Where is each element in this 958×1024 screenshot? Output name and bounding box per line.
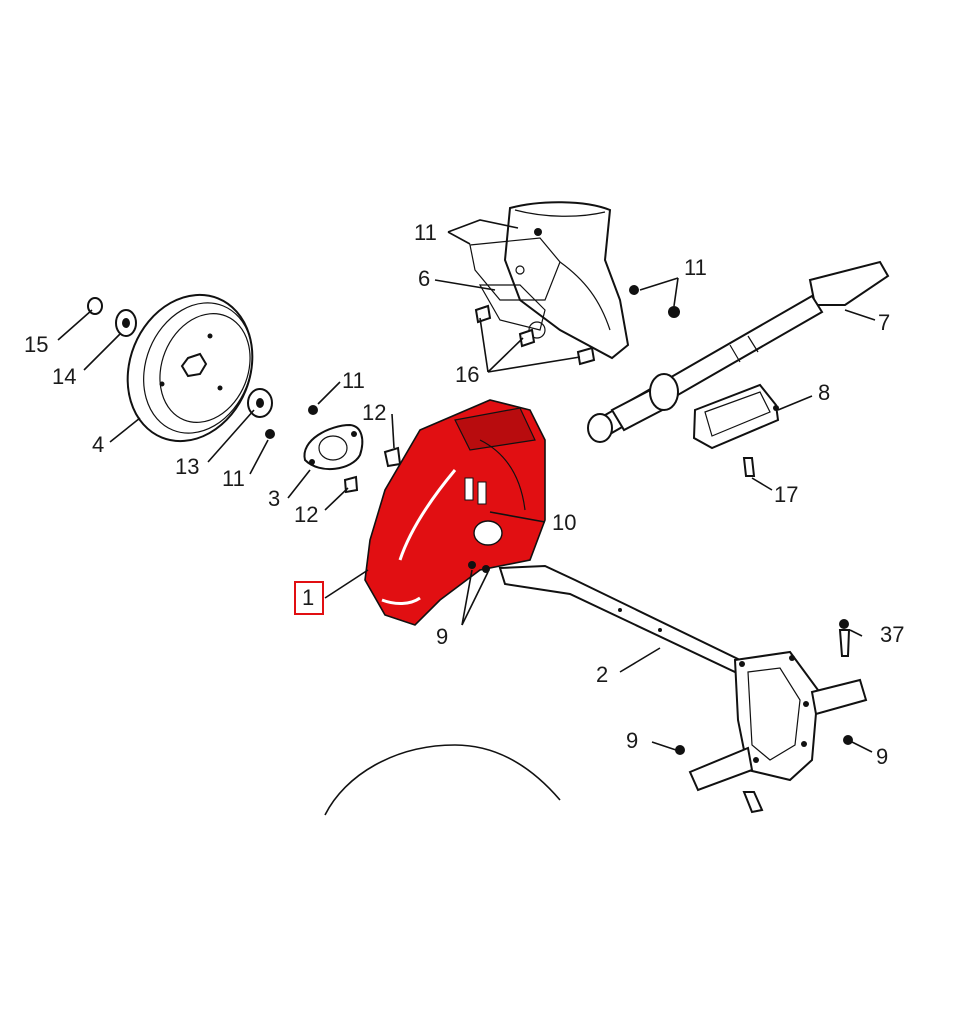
callout-1-selected[interactable]: 1 [302,585,314,610]
callout-16[interactable]: 16 [455,362,479,387]
callout-2[interactable]: 2 [596,662,608,687]
leader-lines [57,219,876,753]
selected-callout-box [294,581,324,615]
part-9-bolts-gearbox[interactable] [675,735,853,755]
callout-11-top[interactable]: 11 [414,220,437,245]
callout-12-low[interactable]: 12 [294,502,318,527]
callout-14[interactable]: 14 [52,364,76,389]
part-2-auger-shaft[interactable] [498,564,742,674]
callout-37[interactable]: 37 [880,622,904,647]
part-14-bearing[interactable] [115,309,137,337]
part-17-bolt[interactable] [742,457,756,477]
part-9-bolts-housing[interactable] [468,561,490,573]
callout-11-right[interactable]: 11 [684,255,707,280]
part-1-auger-housing[interactable] [364,399,546,626]
lower-housing-arc [324,744,561,816]
part-12-bolts[interactable] [343,446,402,494]
part-16-bolts[interactable] [474,304,596,366]
callout-9-left[interactable]: 9 [626,728,638,753]
callout-9-right[interactable]: 9 [876,744,888,769]
callout-9-housing[interactable]: 9 [436,624,448,649]
part-6-chute-housing[interactable] [469,201,630,360]
part-3-flange-plate[interactable] [303,423,364,471]
callout-10[interactable]: 10 [552,510,576,535]
part-4-pulley[interactable] [106,276,273,460]
part-13-bearing[interactable] [247,388,273,418]
callout-4[interactable]: 4 [92,432,104,457]
callout-labels: 11 6 11 7 16 15 14 4 11 12 13 11 3 12 8 … [24,220,904,769]
hardware-11-upper[interactable] [534,228,680,318]
part-37-bolt[interactable] [742,619,851,814]
part-7-control-rod[interactable] [587,260,890,443]
callout-11-mid[interactable]: 11 [342,368,365,393]
callout-13[interactable]: 13 [175,454,199,479]
callout-7[interactable]: 7 [878,310,890,335]
callout-6[interactable]: 6 [418,266,430,291]
callout-8[interactable]: 8 [818,380,830,405]
gearbox[interactable] [688,650,868,792]
callout-11-low[interactable]: 11 [222,466,245,491]
callout-12-top[interactable]: 12 [362,400,386,425]
callout-17[interactable]: 17 [774,482,798,507]
part-8-bracket[interactable] [692,383,780,450]
callout-3[interactable]: 3 [268,486,280,511]
hardware-11-left[interactable] [265,405,318,439]
callout-15[interactable]: 15 [24,332,48,357]
